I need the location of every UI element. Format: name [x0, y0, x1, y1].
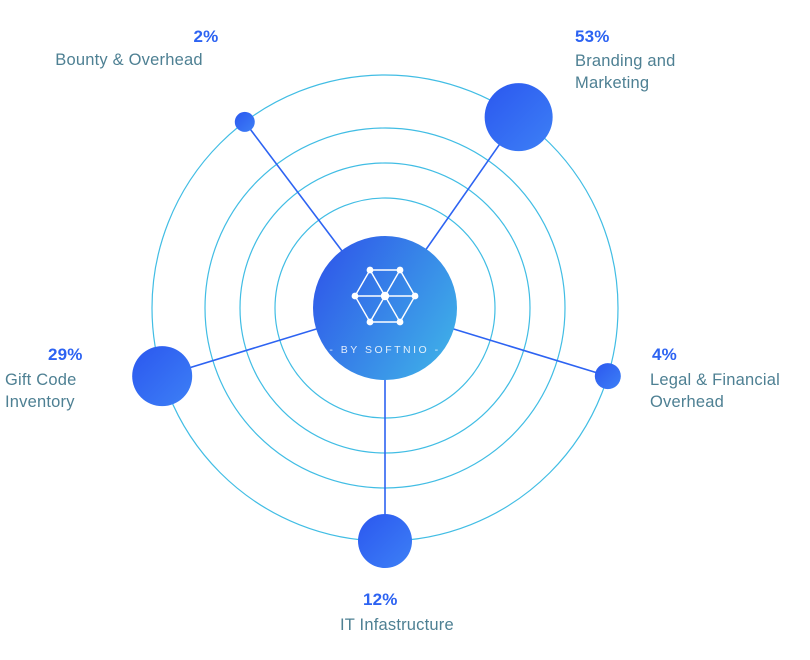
- center-hub-circle: [313, 236, 457, 380]
- node-label-branding: Branding and Marketing: [575, 52, 676, 92]
- node-percent-it: 12%: [363, 590, 398, 609]
- node-dot-bounty: [234, 111, 255, 132]
- node-dot-gift: [132, 346, 193, 407]
- node-label-gift: Gift Code Inventory: [5, 371, 77, 411]
- center-hub: - BY SOFTNIO -: [313, 236, 457, 380]
- node-dot-legal: [594, 363, 621, 390]
- node-percent-branding: 53%: [575, 27, 610, 46]
- center-brand-label: - BY SOFTNIO -: [329, 344, 440, 356]
- node-label-bounty: Bounty & Overhead: [55, 51, 203, 69]
- network-hexagon-icon: [351, 266, 419, 326]
- node-percent-legal: 4%: [652, 345, 677, 364]
- node-label-legal: Legal & Financial Overhead: [650, 371, 780, 411]
- node-dot-branding: [484, 83, 553, 152]
- node-label-it: IT Infastructure: [340, 616, 454, 634]
- node-dot-it: [358, 514, 412, 568]
- node-percent-bounty: 2%: [193, 27, 219, 46]
- node-percent-gift: 29%: [48, 345, 83, 364]
